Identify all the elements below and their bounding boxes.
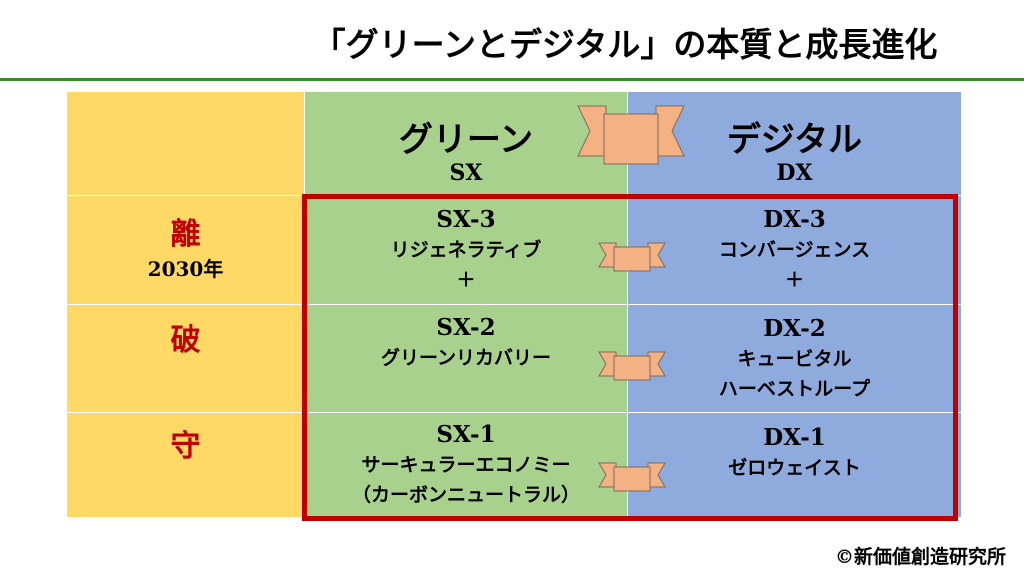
digital-cell-dx2: DX-2 キュービタル ハーベストループ (628, 305, 962, 413)
stage-cell-ri: 離 2030年 (67, 196, 305, 305)
stage-cell-ha: 破 (67, 305, 305, 413)
stage-year: 2030年 (147, 257, 224, 281)
cell-text: サーキュラーエコノミー (361, 454, 571, 476)
cell-text: （カーボンニュートラル） (351, 484, 580, 506)
cell-text: ＋ (784, 269, 804, 291)
header-digital-label: デジタル (726, 119, 863, 160)
stage-label: 離 (170, 217, 201, 252)
green-cell-sx3: SX-3 リジェネラティブ ＋ (305, 196, 628, 305)
cell-code: DX-2 (763, 314, 826, 342)
cell-text: コンバージェンス (718, 239, 871, 261)
green-cell-sx1: SX-1 サーキュラーエコノミー （カーボンニュートラル） (305, 413, 628, 518)
header-green-code: SX (449, 159, 483, 186)
cell-code: SX-3 (436, 206, 496, 233)
cell-text: リジェネラティブ (390, 239, 542, 261)
cell-code: DX-1 (763, 424, 826, 451)
cell-text: グリーンリカバリー (380, 347, 552, 369)
cell-code: DX-3 (763, 206, 826, 233)
cell-text: キュービタル (737, 347, 852, 370)
digital-cell-dx3: DX-3 コンバージェンス ＋ (628, 196, 962, 305)
ribbon-icon (598, 462, 666, 492)
cell-text: ＋ (456, 269, 476, 291)
ribbon-icon (598, 351, 666, 381)
corner-cell (67, 92, 305, 196)
header-green: グリーン SX (305, 92, 628, 196)
digital-cell-dx1: DX-1 ゼロウェイスト (628, 413, 962, 518)
green-cell-sx2: SX-2 グリーンリカバリー (305, 305, 628, 413)
ribbon-icon (577, 105, 685, 165)
cell-text: ゼロウェイスト (728, 457, 861, 479)
stage-label: 破 (170, 322, 201, 358)
title-divider (0, 78, 1024, 81)
cell-code: SX-1 (436, 421, 496, 448)
header-digital-code: DX (776, 159, 813, 186)
ribbon-icon (598, 242, 666, 272)
slide-title: 「グリーンとデジタル」の本質と成長進化 (312, 25, 938, 64)
stage-cell-shu: 守 (67, 413, 305, 518)
cell-text: ハーベストループ (718, 377, 871, 400)
stage-label: 守 (170, 429, 201, 464)
copyright: ©新価値創造研究所 (834, 546, 1006, 568)
header-digital: デジタル DX (628, 92, 962, 196)
header-green-label: グリーン (398, 119, 534, 160)
cell-code: SX-2 (436, 314, 496, 341)
